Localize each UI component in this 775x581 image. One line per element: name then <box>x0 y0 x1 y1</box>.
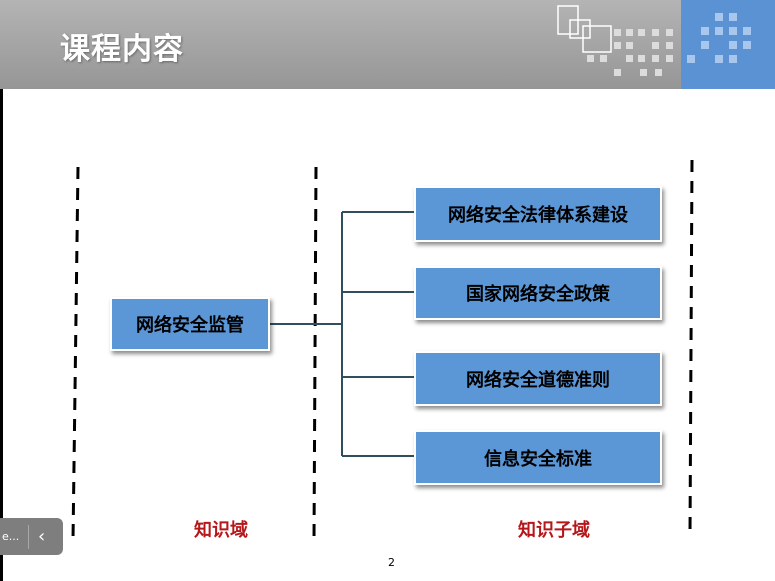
child-node-3: 网络安全道德准则 <box>414 351 662 406</box>
chevron-left-icon[interactable]: ‹ <box>38 525 46 547</box>
nav-separator <box>28 524 29 549</box>
child-node-2: 国家网络安全政策 <box>414 266 662 320</box>
divider-right <box>688 159 694 536</box>
root-node: 网络安全监管 <box>110 297 270 351</box>
divider-left <box>71 166 80 541</box>
header-accent-block <box>681 0 775 89</box>
slide-nav-control[interactable]: e... ‹ <box>0 518 63 555</box>
label-knowledge-subdomain: 知识子域 <box>518 520 590 541</box>
child-node-4: 信息安全标准 <box>414 430 662 485</box>
page-number: 2 <box>388 556 395 569</box>
divider-middle <box>312 166 318 541</box>
header-decoration <box>557 5 673 76</box>
accent-pattern <box>687 13 751 63</box>
nav-label[interactable]: e... <box>2 530 20 543</box>
left-edge-bar <box>0 89 3 581</box>
slide-header: 课程内容 <box>0 0 775 89</box>
child-node-1: 网络安全法律体系建设 <box>414 186 662 242</box>
label-knowledge-domain: 知识域 <box>194 520 248 541</box>
page-title: 课程内容 <box>60 32 184 67</box>
